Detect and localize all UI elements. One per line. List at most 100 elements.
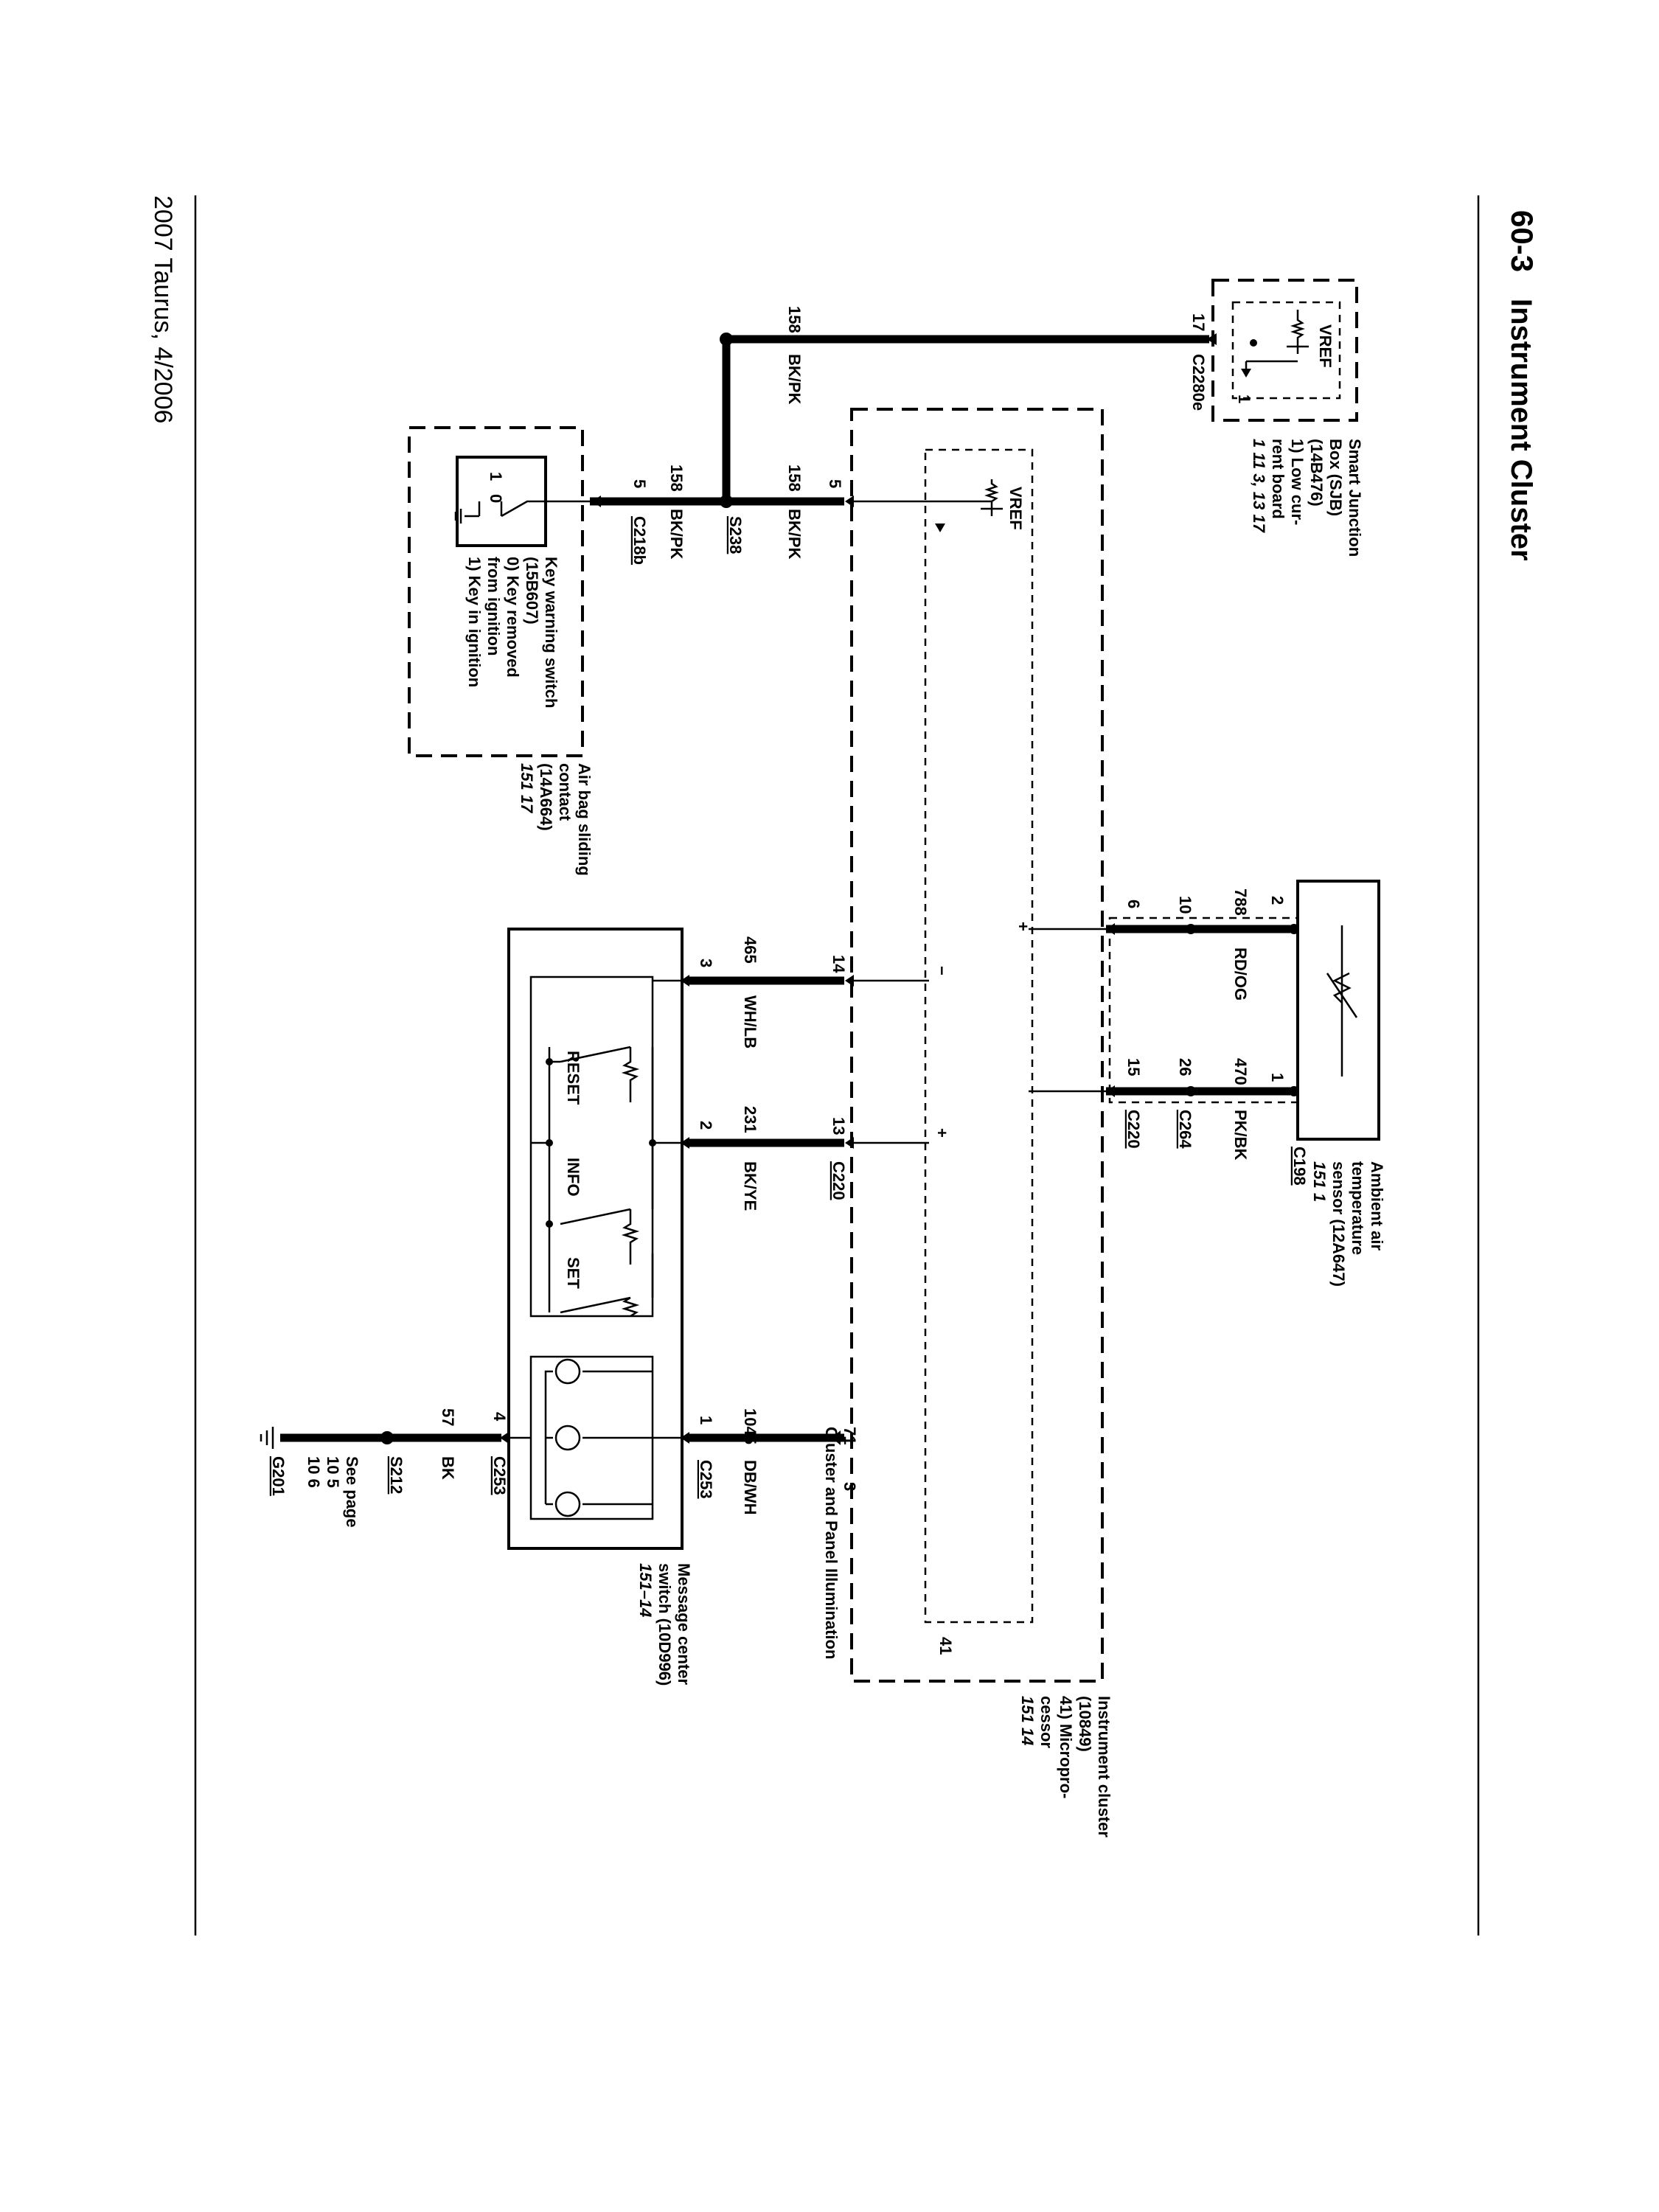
svg-text:Key warning switch: Key warning switch <box>542 557 560 708</box>
svg-text:C2280e: C2280e <box>1189 354 1208 411</box>
svg-text:1: 1 <box>487 472 505 481</box>
svg-text:10 5: 10 5 <box>324 1456 342 1488</box>
cluster-ground-arrow <box>935 524 945 532</box>
svg-text:788: 788 <box>1231 888 1250 916</box>
page-footer: 2007 Taurus, 4/2006 <box>149 195 177 423</box>
svg-text:17: 17 <box>1189 313 1208 331</box>
svg-text:3: 3 <box>697 959 715 967</box>
svg-text:C198: C198 <box>1290 1147 1309 1186</box>
svg-text:15: 15 <box>1124 1058 1143 1076</box>
svg-text:0) Key removed: 0) Key removed <box>504 557 522 678</box>
svg-text:71: 71 <box>841 1427 859 1444</box>
sjb-resistor <box>1287 310 1309 354</box>
key-switch-ground <box>454 509 479 524</box>
svg-text:from ignition: from ignition <box>484 557 503 655</box>
svg-text:151 1: 151 1 <box>1310 1161 1329 1202</box>
lamp-2 <box>554 1425 581 1451</box>
svg-text:Ambient air: Ambient air <box>1368 1161 1386 1251</box>
svg-text:+: + <box>1014 922 1032 931</box>
key-switch-contacts <box>478 500 590 518</box>
svg-text:sensor (12A647): sensor (12A647) <box>1329 1161 1348 1287</box>
svg-text:(10849): (10849) <box>1076 1696 1094 1752</box>
svg-text:C218b: C218b <box>630 516 649 565</box>
svg-text:41) Micropro-: 41) Micropro- <box>1057 1696 1075 1798</box>
svg-text:13: 13 <box>830 1117 848 1135</box>
reset-label: RESET <box>564 1051 582 1105</box>
set-label: SET <box>564 1257 582 1289</box>
svg-text:231: 231 <box>741 1106 759 1133</box>
svg-text:158: 158 <box>667 465 686 492</box>
svg-text:switch (10D996): switch (10D996) <box>655 1563 674 1686</box>
svg-text:Instrument cluster: Instrument cluster <box>1095 1696 1113 1837</box>
svg-text:Cluster and Panel Illumination: Cluster and Panel Illumination <box>822 1427 841 1659</box>
svg-text:DB/WH: DB/WH <box>741 1460 759 1515</box>
s238-splice <box>720 495 733 508</box>
illumination-lamps <box>544 1358 653 1517</box>
svg-text:VREF: VREF <box>1316 324 1335 368</box>
svg-text:C220: C220 <box>1124 1110 1143 1149</box>
svg-text:1: 1 <box>1268 1073 1287 1082</box>
page-header: 60-3 Instrument Cluster <box>1505 210 1540 561</box>
svg-text:PK/BK: PK/BK <box>1231 1110 1250 1161</box>
see-page-ref: See page 10 5 10 6 <box>305 1456 361 1528</box>
svg-text:470: 470 <box>1231 1058 1250 1085</box>
svg-text:158: 158 <box>785 465 804 492</box>
sjb-label: Smart Junction Box (SJB) (14B476) 1) Low… <box>1250 439 1364 557</box>
cluster-label: Instrument cluster (10849) 41) Micropro-… <box>1018 1696 1113 1837</box>
svg-text:2: 2 <box>697 1121 715 1130</box>
instrument-cluster-box <box>850 408 1104 1683</box>
key-switch-label: Key warning switch (15B607) 0) Key remov… <box>465 557 560 708</box>
svg-text:+: + <box>933 1128 951 1138</box>
svg-text:10: 10 <box>1176 896 1194 914</box>
svg-text:1045: 1045 <box>741 1408 759 1444</box>
svg-text:4: 4 <box>490 1412 509 1422</box>
svg-text:1) Low cur-: 1) Low cur- <box>1288 439 1307 525</box>
svg-text:WH/LB: WH/LB <box>741 995 759 1048</box>
svg-text:BK/YE: BK/YE <box>741 1161 759 1211</box>
svg-text:−: − <box>933 966 951 975</box>
svg-text:contact: contact <box>556 763 574 821</box>
footer-text: 2007 Taurus, 4/2006 <box>149 195 177 423</box>
thermistor-symbol <box>1326 925 1358 1077</box>
svg-text:BK: BK <box>439 1456 457 1480</box>
svg-text:41: 41 <box>936 1637 955 1655</box>
svg-text:S238: S238 <box>726 516 745 554</box>
svg-text:3: 3 <box>841 1482 859 1491</box>
sensor-wires-internal <box>1029 928 1106 1093</box>
svg-text:C253: C253 <box>697 1460 715 1499</box>
svg-text:0: 0 <box>487 494 505 503</box>
airbag-contact-box <box>408 426 584 757</box>
svg-text:BK/PK: BK/PK <box>667 509 686 560</box>
svg-text:Air bag sliding: Air bag sliding <box>575 763 594 876</box>
message-center-switch <box>507 928 684 1550</box>
svg-text:cessor: cessor <box>1037 1696 1056 1748</box>
svg-text:158: 158 <box>785 306 804 333</box>
twisted-pair-shield <box>1108 917 1299 1104</box>
svg-text:(15B607): (15B607) <box>523 557 541 625</box>
sjb-internal-wire <box>1245 360 1298 376</box>
sjb-vref: VREF <box>1316 324 1335 368</box>
airbag-label: Air bag sliding contact (14A664) 151 17 <box>518 763 594 876</box>
c2280e-arrow <box>1206 333 1217 345</box>
svg-text:BK/PK: BK/PK <box>785 354 804 405</box>
svg-text:C220: C220 <box>830 1161 848 1200</box>
svg-text:C264: C264 <box>1176 1110 1194 1149</box>
ground-g201 <box>260 1427 274 1449</box>
lamp-3 <box>554 1491 581 1517</box>
sjb-box <box>1211 279 1358 422</box>
svg-text:VREF: VREF <box>1006 487 1025 530</box>
page-title: Instrument Cluster <box>1505 299 1537 561</box>
sjb-inner-box <box>1231 301 1341 400</box>
svg-text:2: 2 <box>1268 896 1287 905</box>
svg-text:S212: S212 <box>387 1456 406 1494</box>
svg-text:14: 14 <box>830 955 848 973</box>
svg-text:C253: C253 <box>490 1456 509 1495</box>
svg-text:1) Key in ignition: 1) Key in ignition <box>465 557 484 687</box>
cluster-resistor <box>981 479 1003 516</box>
svg-text:(14B476): (14B476) <box>1307 439 1326 507</box>
svg-text:5: 5 <box>630 479 649 488</box>
ambient-air-sensor <box>1296 880 1380 1141</box>
sjb-node <box>1250 339 1257 347</box>
svg-text:26: 26 <box>1176 1058 1194 1076</box>
